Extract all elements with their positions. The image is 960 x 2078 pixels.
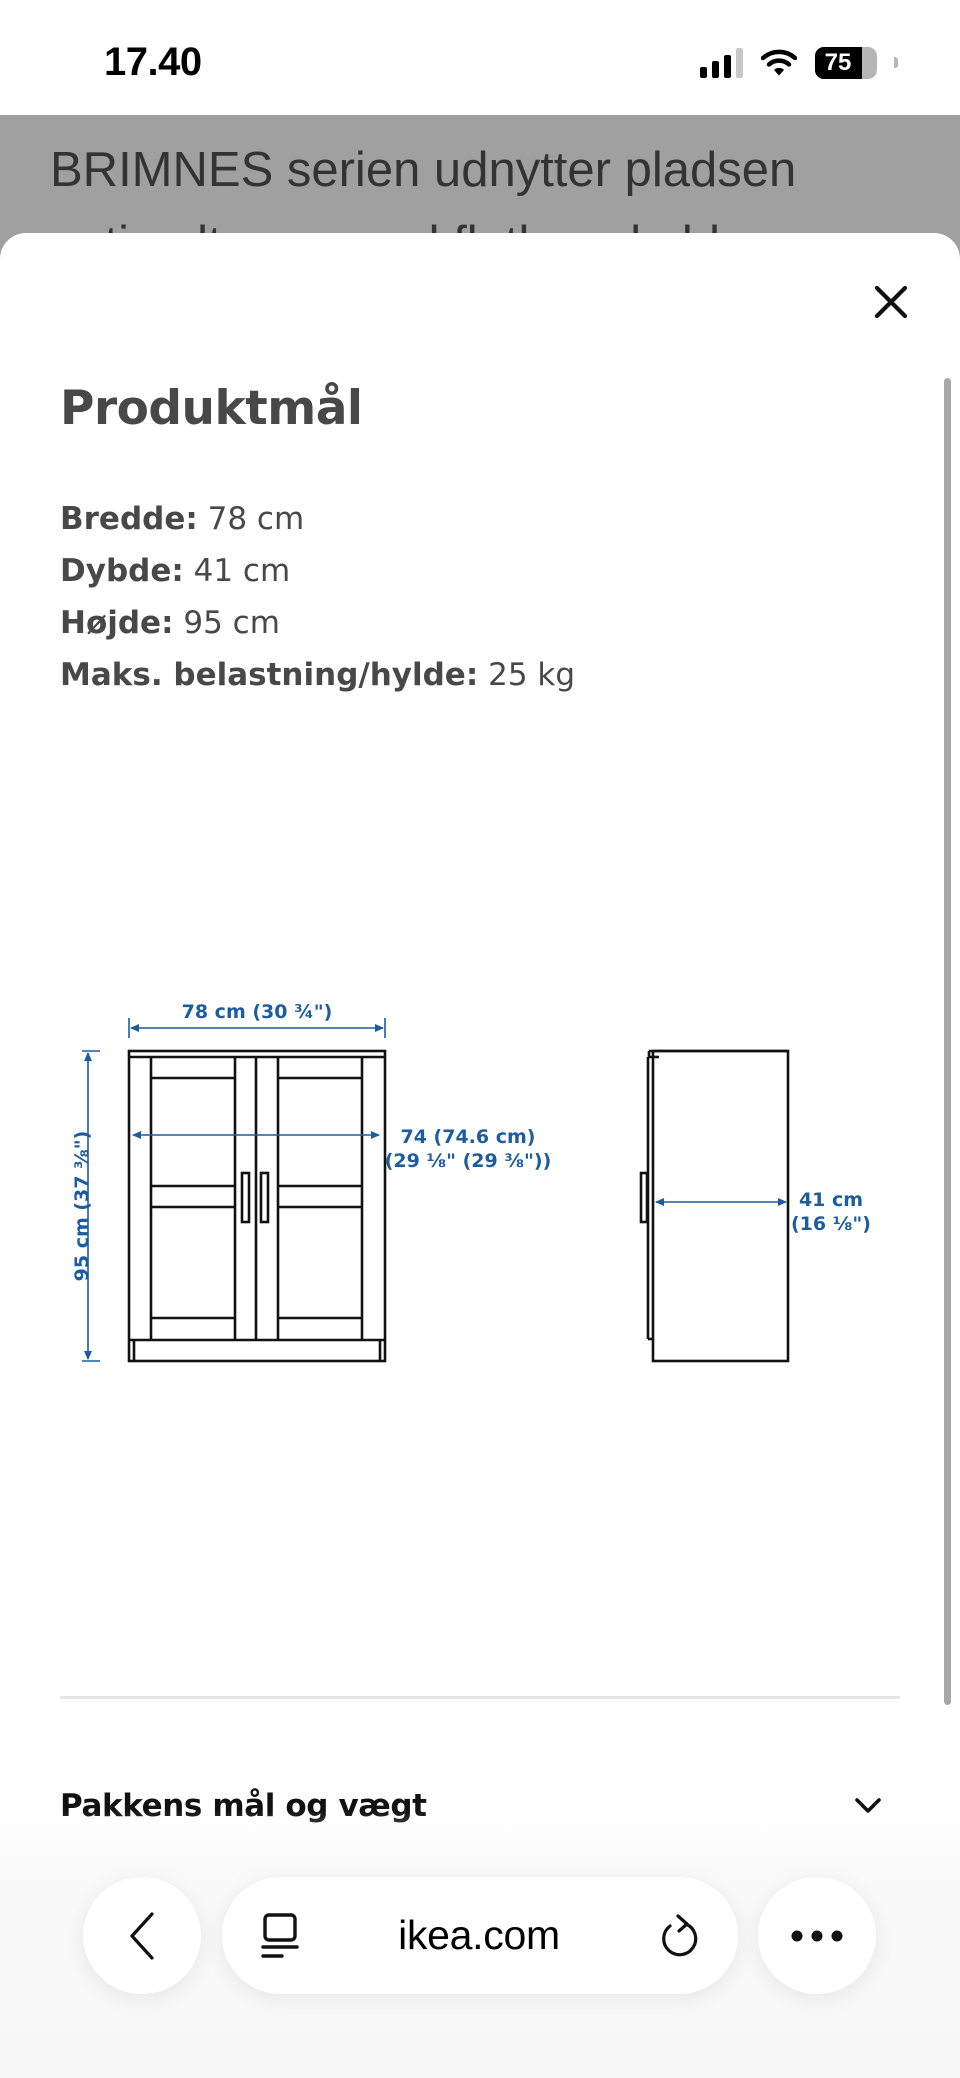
- spec-label: Dybde:: [60, 553, 184, 589]
- battery-cap: [894, 57, 898, 68]
- depth-label-1: 41 cm: [799, 1189, 863, 1211]
- close-button[interactable]: [866, 277, 916, 327]
- spec-value: 95 cm: [183, 605, 280, 641]
- status-time: 17.40: [104, 40, 202, 84]
- spec-max-load: Maks. belastning/hylde: 25 kg: [60, 649, 575, 701]
- wifi-icon: [761, 49, 797, 76]
- url-text[interactable]: ikea.com: [398, 1912, 560, 1958]
- sheet-title: Produktmål: [60, 381, 363, 436]
- spec-label: Maks. belastning/hylde:: [60, 657, 479, 693]
- more-icon: [791, 1930, 843, 1941]
- spec-value: 25 kg: [488, 657, 576, 693]
- spec-label: Bredde:: [60, 501, 198, 537]
- width-dimension-label: 78 cm (30 ¾"): [182, 1001, 333, 1023]
- door-handle: [259, 1171, 270, 1224]
- close-icon: [874, 285, 908, 319]
- side-view: [639, 1049, 790, 1363]
- inner-width-label-1: 74 (74.6 cm): [401, 1126, 536, 1148]
- status-icons: 75: [700, 45, 877, 81]
- battery-icon: 75: [815, 47, 877, 79]
- door-handle: [240, 1171, 251, 1224]
- address-bar[interactable]: ikea.com: [222, 1877, 738, 1994]
- battery-percent: 75: [824, 49, 852, 76]
- spec-depth: Dybde: 41 cm: [60, 545, 575, 597]
- height-dimension-label: 95 cm (37 ⅜"): [71, 1131, 93, 1282]
- back-button[interactable]: [83, 1877, 201, 1994]
- front-dimensions: [82, 1018, 386, 1362]
- cellular-signal-icon: [700, 48, 743, 78]
- spec-list: Bredde: 78 cm Dybde: 41 cm Højde: 95 cm …: [60, 493, 575, 701]
- reload-icon[interactable]: [658, 1912, 700, 1960]
- front-view: [127, 1049, 387, 1363]
- product-dimensions-sheet: Produktmål Bredde: 78 cm Dybde: 41 cm Hø…: [0, 233, 960, 2078]
- spec-width: Bredde: 78 cm: [60, 493, 575, 545]
- more-button[interactable]: [758, 1877, 876, 1994]
- scrollbar[interactable]: [944, 378, 951, 1705]
- reader-icon[interactable]: [260, 1912, 300, 1960]
- spec-height: Højde: 95 cm: [60, 597, 575, 649]
- dimension-diagram: 78 cm (30 ¾") 95 cm (37 ⅜") 74 (74.6 cm)…: [71, 1001, 871, 1363]
- side-handle: [639, 1171, 649, 1224]
- spec-label: Højde:: [60, 605, 174, 641]
- spec-value: 78 cm: [207, 501, 305, 537]
- depth-label-2: (16 ⅛"): [791, 1213, 871, 1235]
- chevron-left-icon: [130, 1911, 154, 1960]
- spec-value: 41 cm: [193, 553, 291, 589]
- section-divider: [60, 1696, 900, 1699]
- inner-width-label-2: (29 ⅛" (29 ⅜")): [385, 1150, 552, 1172]
- status-bar: 17.40 75: [0, 0, 960, 115]
